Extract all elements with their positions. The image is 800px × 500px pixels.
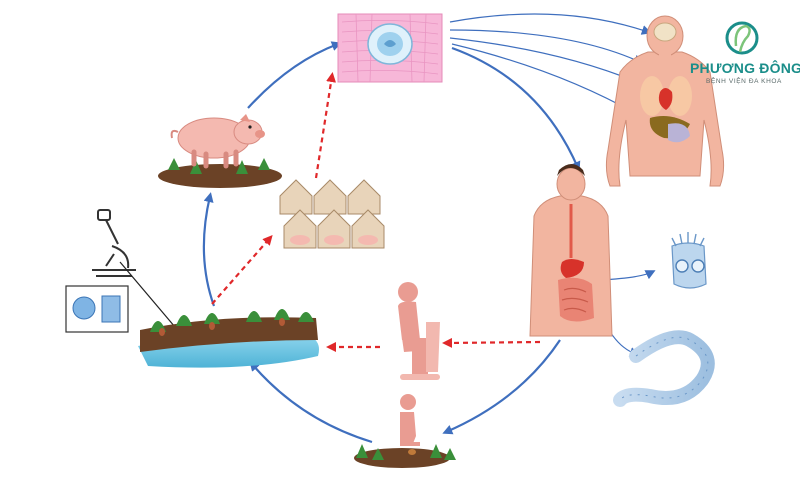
- logo-name: PHƯƠNG ĐÔNG: [690, 60, 800, 76]
- hospital-logo: PHƯƠNG ĐÔNG BỆNH VIỆN ĐA KHOA: [690, 14, 800, 94]
- defecating-person-icon: [354, 394, 456, 468]
- arrow-tissue-to-muscle: [451, 43, 644, 118]
- arrow-tissue-to-heart: [449, 29, 644, 65]
- microscope-icon: [92, 209, 136, 277]
- arrow-field-to-pig: [202, 192, 216, 307]
- arrow-soil-to-field: [249, 360, 373, 444]
- tissue-cyst-icon: [337, 13, 443, 83]
- arrow-pig-to-tissue: [247, 41, 342, 109]
- contamination-arrows: [211, 72, 541, 352]
- tapeworm-head-icon: [671, 232, 707, 289]
- toilet-person-icon: [398, 282, 440, 380]
- human-digestive-icon: [529, 164, 613, 337]
- body-organs-icon: [605, 15, 725, 187]
- arrow-tissue-to-brain: [449, 13, 652, 35]
- logo-mark: [725, 21, 759, 55]
- pig-icon: [158, 114, 282, 188]
- arrow-pens-to-tissue: [314, 72, 337, 179]
- tapeworm-icon: [613, 330, 715, 407]
- sample-slide-icon: [65, 285, 129, 333]
- arrow-human-to-toilet: [442, 337, 541, 348]
- logo-subtitle: BỆNH VIỆN ĐA KHOA: [706, 78, 782, 85]
- arrow-tissue-to-human: [451, 46, 581, 172]
- arrow-human-to-soil: [442, 339, 561, 435]
- pig-pens-icon: [279, 179, 385, 249]
- field-icon: [138, 309, 319, 368]
- arrow-field-to-pens: [211, 234, 273, 305]
